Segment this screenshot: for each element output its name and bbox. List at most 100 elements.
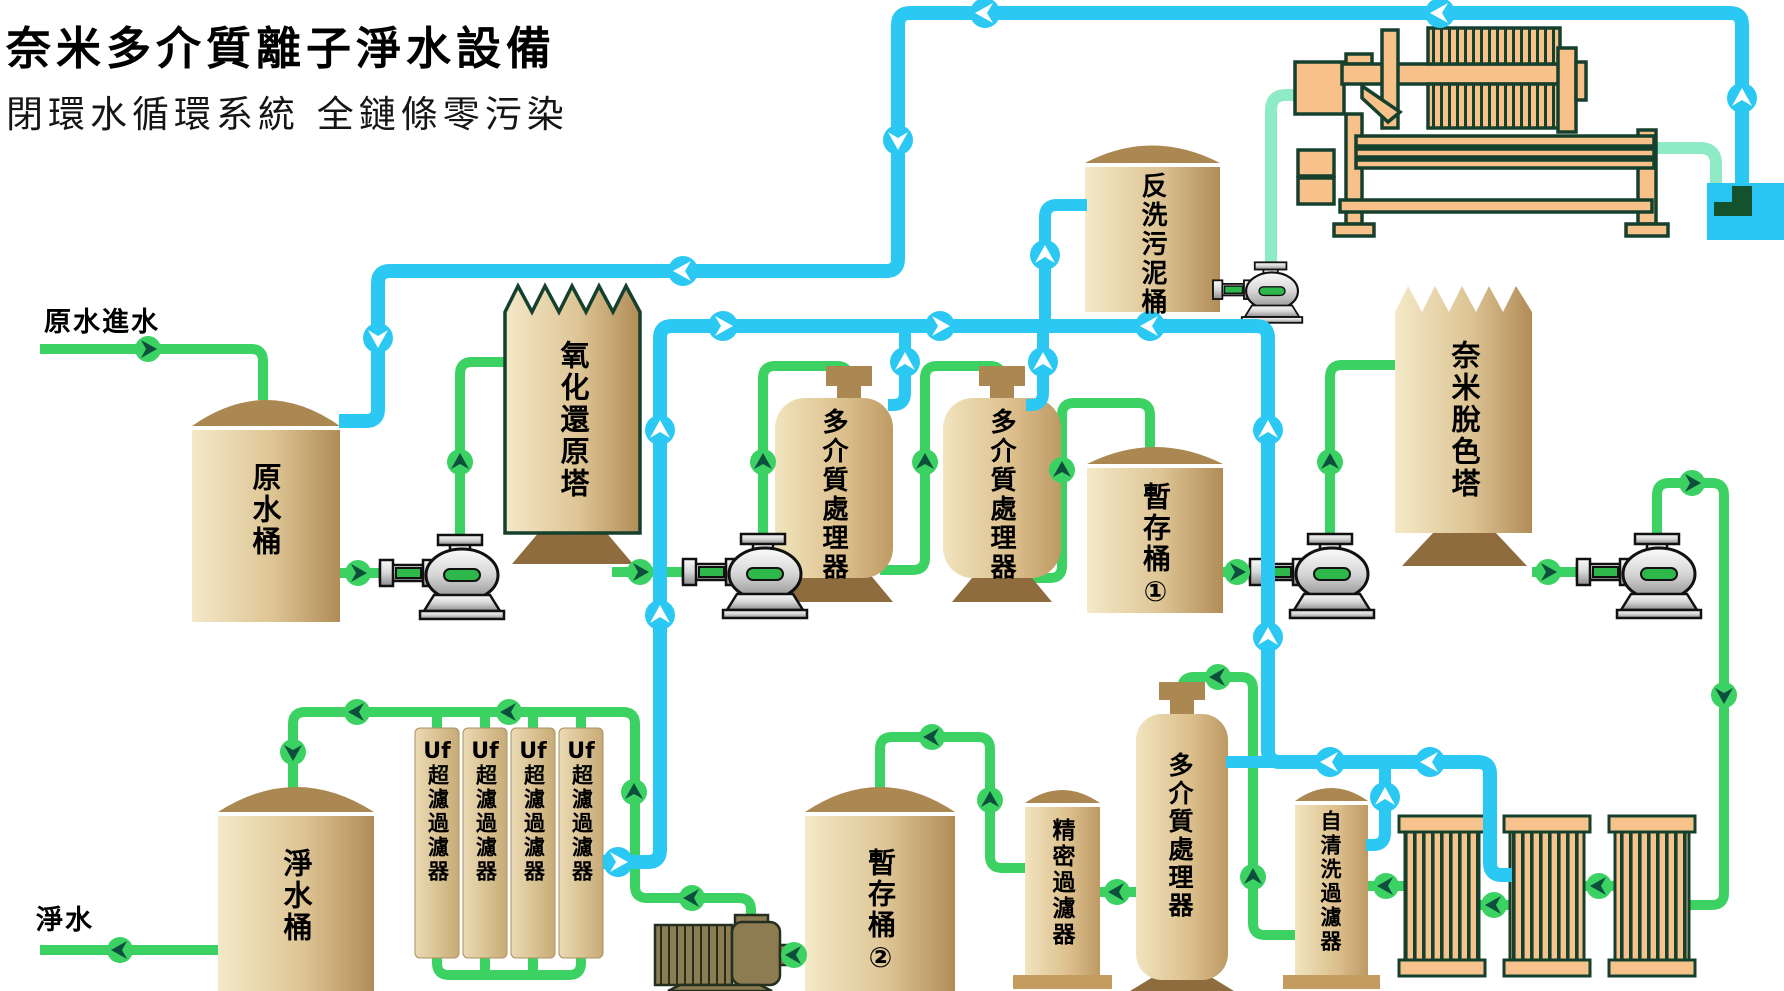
press-beam — [1340, 62, 1582, 86]
flow-arrow-cyan — [1370, 782, 1400, 812]
flow-arrow-green — [1317, 449, 1343, 475]
media-processor-2 — [943, 366, 1061, 578]
press-box-2 — [1296, 176, 1336, 206]
flow-arrow-green — [345, 560, 371, 586]
transfer-pump-motor — [653, 913, 796, 991]
cyan-return-pipes — [339, 6, 1749, 882]
flow-arrow-green — [496, 699, 522, 725]
pipe-uf-concentrate-main — [603, 319, 1512, 882]
flow-arrow-green — [621, 779, 647, 805]
flow-arrow-green — [1224, 559, 1250, 585]
press-plate-stack-bottom — [1426, 82, 1562, 130]
pipe-raw-inlet — [40, 344, 268, 400]
precision-filter — [1013, 790, 1112, 989]
buffer-tank-1 — [1087, 447, 1223, 613]
flow-arrow-green — [107, 937, 133, 963]
raw-water-tank — [192, 400, 340, 622]
press-base-rail — [1338, 198, 1654, 214]
nano-tower-pedestal — [1402, 533, 1527, 566]
flow-arrow-green — [1240, 864, 1266, 890]
uf-filter-bank — [414, 727, 604, 959]
fin-module-2 — [1502, 814, 1592, 978]
flow-arrow-green — [1373, 873, 1399, 899]
pump-4 — [1575, 532, 1703, 620]
label-raw-water-tank: 原水桶 — [248, 462, 282, 558]
label-backwash-sludge-tank: 反洗污泥桶 — [1137, 172, 1167, 317]
flow-arrow-cyan — [1727, 83, 1757, 113]
label-uf-filter-3: Uf 超濾過濾器 — [511, 739, 555, 885]
label-buffer-tank-1: 暫存桶① — [1139, 482, 1172, 611]
collection-tank — [1707, 183, 1784, 240]
pipe-processor1-backwash-stub — [888, 326, 911, 411]
press-rail-3 — [1354, 158, 1656, 170]
flow-arrow-cyan — [890, 347, 920, 377]
flow-arrow-green — [627, 559, 653, 585]
label-nano-decolor-tower: 奈米脫色塔 — [1447, 340, 1481, 500]
flow-arrow-cyan — [603, 847, 633, 877]
uf-filter-3 — [510, 727, 556, 959]
flow-arrow-cyan — [970, 0, 1000, 28]
flow-arrow-cyan — [668, 256, 698, 286]
uf-filter-1 — [414, 727, 460, 959]
press-rail-2 — [1354, 147, 1656, 159]
flow-arrow-cyan — [645, 600, 675, 630]
flow-arrow-green — [912, 449, 938, 475]
collection-tank-outlet-icon — [1714, 186, 1752, 216]
label-buffer-tank-2: 暫存桶② — [864, 848, 897, 977]
flow-arrow-green — [1586, 873, 1612, 899]
flow-arrow-green — [280, 739, 306, 765]
redox-tower — [503, 282, 642, 535]
label-media-processor-2: 多介質處理器 — [986, 408, 1016, 582]
flow-arrow-green — [135, 336, 161, 362]
flow-arrow-cyan — [1030, 240, 1060, 270]
flow-arrow-cyan — [645, 415, 675, 445]
equipment-layer — [192, 26, 1784, 991]
label-uf-filter-4: Uf 超濾過濾器 — [559, 739, 603, 885]
pipe-sludge-tank-riser — [1039, 199, 1087, 326]
flow-arrow-cyan — [1253, 415, 1283, 445]
pipe-sludgepump-to-press — [1265, 89, 1300, 262]
buffer-tank-2 — [805, 787, 955, 991]
uf-filter-4 — [558, 727, 604, 959]
uf-suffix: 超濾過濾器 — [521, 764, 546, 885]
press-right-foot — [1624, 222, 1670, 238]
mint-sludge-pipes — [1265, 89, 1722, 262]
pipe-uf-top-stubs — [432, 712, 586, 732]
flow-arrow-cyan — [1415, 747, 1445, 777]
label-self-clean-filter: 自清洗過濾器 — [1318, 810, 1342, 954]
flow-arrow-green — [750, 449, 776, 475]
backwash-sludge-tank — [1085, 145, 1220, 312]
label-raw-water-inlet: 原水進水 — [44, 307, 160, 338]
page-subtitle: 閉環水循環系統 全鏈條零污染 — [6, 93, 569, 136]
uf-suffix: 超濾過濾器 — [473, 764, 498, 885]
media-processor-3 — [1136, 682, 1228, 980]
filter-press — [1293, 26, 1670, 238]
page-title: 奈米多介質離子淨水設備 — [6, 22, 557, 75]
label-precision-filter: 精密過濾器 — [1048, 818, 1074, 948]
press-rail-1 — [1354, 134, 1656, 148]
uf-suffix: 超濾過濾器 — [569, 764, 594, 885]
label-clean-water-tank: 淨水桶 — [279, 848, 313, 944]
flow-arrow-green — [1104, 879, 1130, 905]
pipe-pump1-to-redox-tower — [455, 357, 507, 535]
press-left-foot — [1332, 222, 1376, 238]
flow-arrow-green — [447, 449, 473, 475]
uf-prefix: Uf — [471, 739, 499, 764]
flow-arrow-cyan — [708, 311, 738, 341]
label-media-processor-3: 多介質處理器 — [1165, 752, 1194, 920]
press-end-tab — [1574, 60, 1588, 102]
nano-decolor-tower — [1395, 286, 1532, 533]
press-inlet-box — [1293, 60, 1346, 116]
uf-prefix: Uf — [519, 739, 547, 764]
press-box-1 — [1296, 148, 1336, 178]
pipe-pump5-to-uf-manifold — [288, 707, 756, 918]
processor1-cone — [775, 572, 893, 602]
pipe-processor2-to-buffer1 — [1028, 398, 1155, 583]
pipe-pump3-to-nano-tower — [1325, 360, 1397, 534]
flow-arrow-green — [919, 724, 945, 750]
flow-arrow-green — [1535, 559, 1561, 585]
flow-arrow-green — [977, 787, 1003, 813]
label-media-processor-1: 多介質處理器 — [818, 408, 848, 582]
